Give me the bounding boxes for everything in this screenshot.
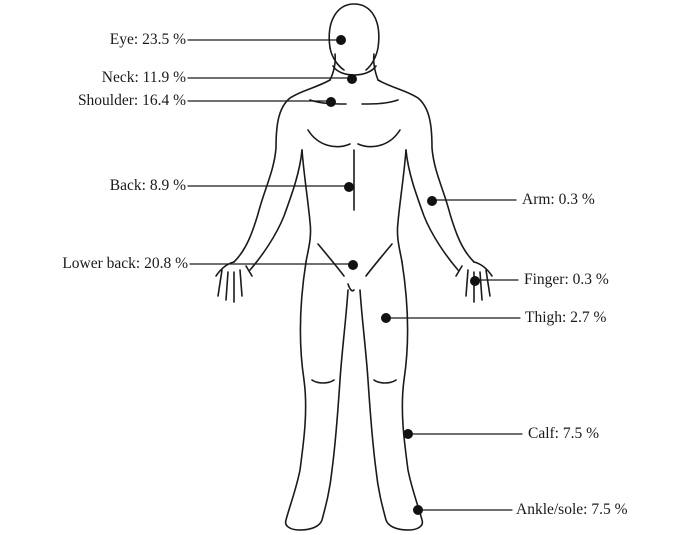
dot-finger (470, 276, 480, 286)
dot-arm (427, 196, 437, 206)
left-arm-inner (250, 150, 302, 270)
dot-thigh (381, 313, 391, 323)
label-eye: Eye: 23.5 % (110, 31, 186, 49)
chest-right (358, 130, 400, 147)
dot-calf (403, 429, 413, 439)
head-outline (329, 4, 379, 70)
label-back: Back: 8.9 % (110, 177, 186, 195)
left-leg-outer (286, 262, 306, 530)
label-arm: Arm: 0.3 % (522, 191, 595, 209)
label-ankle-sole: Ankle/sole: 7.5 % (516, 501, 628, 519)
right-shoulder-arm-outer (378, 80, 474, 262)
left-leg-inner (300, 290, 348, 530)
face-left (330, 48, 344, 70)
left-hand (216, 262, 252, 302)
dot-shoulder (326, 97, 336, 107)
dot-eye (336, 35, 346, 45)
right-leg-outer (402, 262, 422, 530)
dot-lower-back (348, 260, 358, 270)
collar-right (362, 100, 398, 104)
right-knee (374, 380, 396, 383)
torso-right-side (397, 150, 406, 262)
crotch (348, 284, 354, 291)
label-lower-back: Lower back: 20.8 % (62, 255, 188, 273)
left-shoulder-arm-outer (234, 80, 330, 262)
dot-neck (347, 74, 357, 84)
label-calf: Calf: 7.5 % (528, 425, 599, 443)
left-knee (312, 380, 334, 383)
groin-left (318, 244, 344, 276)
label-finger: Finger: 0.3 % (524, 271, 609, 289)
right-leg-inner (360, 290, 408, 530)
torso-left-side (302, 150, 311, 262)
label-shoulder: Shoulder: 16.4 % (78, 92, 186, 110)
label-neck: Neck: 11.9 % (102, 69, 186, 87)
chest-left (308, 130, 350, 147)
groin-right (366, 244, 392, 276)
label-thigh: Thigh: 2.7 % (525, 309, 606, 327)
dot-back (344, 182, 354, 192)
leader-lines (188, 40, 522, 510)
right-arm-inner (406, 150, 458, 270)
dot-ankle (413, 505, 423, 515)
